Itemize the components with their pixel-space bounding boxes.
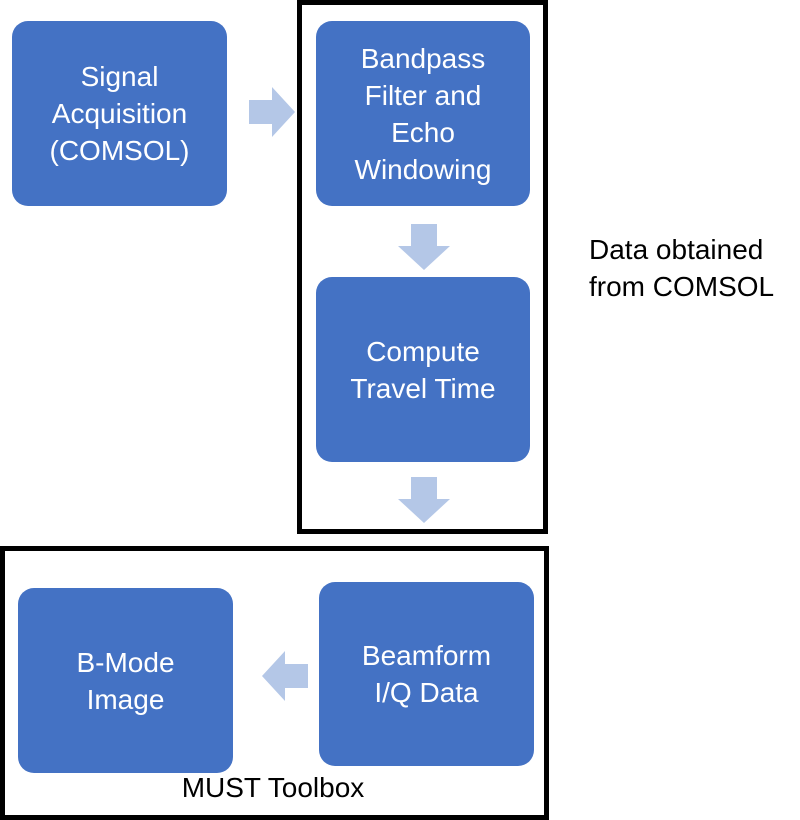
beamform-line-2: I/Q Data xyxy=(374,677,479,708)
comsol-data-note-line-2: from COMSOL xyxy=(589,271,775,302)
signal-acquisition-line-3: (COMSOL) xyxy=(49,135,190,166)
bmode-image-block: B-Mode Image xyxy=(18,588,233,773)
comsol-data-note: Data obtained from COMSOL xyxy=(589,231,774,305)
arrow-left-icon xyxy=(262,651,308,701)
beamform-line-1: Beamform xyxy=(361,640,492,671)
bandpass-filter-line-4: Windowing xyxy=(354,153,492,185)
comsol-data-frame xyxy=(297,0,548,534)
compute-travel-time-block: Compute Travel Time xyxy=(316,277,530,462)
must-toolbox-frame xyxy=(0,546,549,820)
comsol-data-note-line-1: Data obtained xyxy=(589,234,764,265)
signal-acquisition-line-2: Acquisition xyxy=(51,98,188,129)
arrow-down-icon xyxy=(398,224,450,270)
signal-acquisition-line-1: Signal xyxy=(80,61,159,92)
bandpass-filter-line-2: Filter and xyxy=(364,79,482,111)
must-toolbox-label: MUST Toolbox xyxy=(181,772,365,803)
bmode-image-line-2: Image xyxy=(86,683,165,715)
arrow-right-icon xyxy=(249,87,295,137)
bandpass-filter-line-3: Echo xyxy=(391,116,455,148)
arrow-down-icon xyxy=(398,477,450,523)
beamform-block: Beamform I/Q Data xyxy=(319,582,534,766)
bandpass-filter-line-1: Bandpass xyxy=(360,42,486,74)
compute-travel-time-line-1: Compute xyxy=(366,335,480,367)
signal-acquisition-block: Signal Acquisition (COMSOL) xyxy=(12,21,227,206)
compute-travel-time-line-2: Travel Time xyxy=(350,372,496,404)
bmode-image-line-1: B-Mode xyxy=(76,646,175,678)
bandpass-filter-block: Bandpass Filter and Echo Windowing xyxy=(316,21,530,206)
